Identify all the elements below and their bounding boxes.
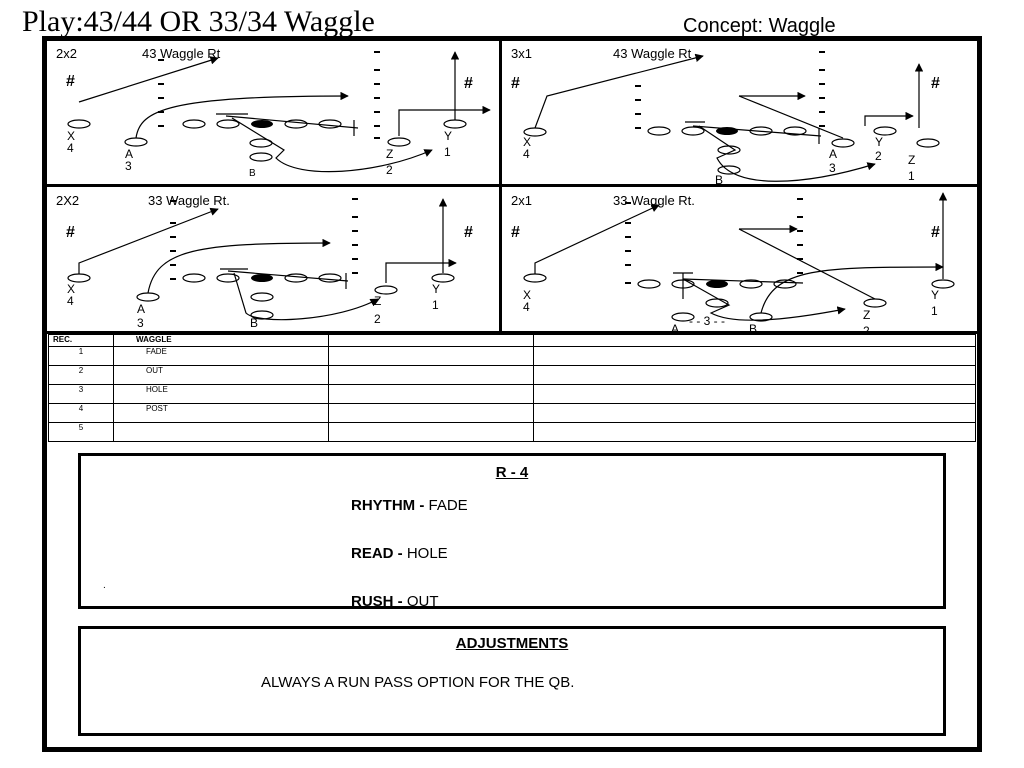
adjustments-text: ALWAYS A RUN PASS OPTION FOR THE QB.: [261, 674, 575, 691]
svg-text:X: X: [523, 288, 531, 302]
svg-text:#: #: [511, 224, 520, 241]
table-row: 3 HOLE: [48, 384, 976, 404]
svg-text:A: A: [125, 147, 133, 161]
svg-text:1: 1: [908, 169, 915, 183]
svg-text:4: 4: [523, 147, 530, 161]
diagram-3x1-43-waggle: 3x1 43 Waggle Rt # #: [503, 40, 976, 187]
diagram-2x1-33-waggle: 2x1 33 Waggle Rt. # #: [503, 187, 976, 338]
qb-bootleg: [225, 115, 359, 129]
rhythm-label: RHYTHM -: [351, 497, 425, 514]
diagram-2x2-43-waggle: 2x2 43 Waggle Rt # #: [48, 40, 498, 184]
rush-value: OUT: [406, 593, 439, 610]
svg-text:Z: Z: [374, 294, 381, 308]
svg-text:1: 1: [931, 304, 938, 318]
r4-title: R - 4: [495, 464, 529, 481]
svg-text:3: 3: [829, 161, 836, 175]
svg-text:1: 1: [432, 298, 439, 312]
svg-text:33 Waggle Rt.: 33 Waggle Rt.: [613, 193, 695, 208]
diagram-2x2-33-waggle: 2X2 33 Waggle Rt. # #: [48, 187, 498, 331]
svg-text:2: 2: [386, 163, 393, 177]
route-a-out: [135, 91, 349, 139]
route-z-out: [398, 105, 491, 136]
formation-label: 2x2: [56, 46, 77, 61]
svg-text:- - 3 - -: - - 3 - -: [689, 314, 725, 328]
center-ball: [251, 120, 273, 128]
stray-dot: .: [103, 580, 106, 591]
svg-text:#: #: [66, 224, 75, 241]
svg-text:X: X: [67, 282, 75, 296]
svg-text:Y: Y: [444, 129, 452, 143]
svg-text:X: X: [67, 129, 75, 143]
table-header-row: REC. WAGGLE: [48, 334, 976, 347]
read-label: READ -: [351, 545, 403, 562]
svg-text:2X2: 2X2: [56, 193, 79, 208]
svg-text:Y: Y: [432, 282, 440, 296]
svg-text:B: B: [250, 316, 258, 330]
rush-label: RUSH -: [351, 593, 403, 610]
header-rec: REC.: [48, 334, 114, 347]
svg-text:Z: Z: [386, 147, 393, 161]
route-x-fade: [78, 56, 219, 103]
player-x: [67, 119, 91, 129]
svg-text:4: 4: [67, 141, 74, 155]
adjustments-title: ADJUSTMENTS: [455, 635, 569, 652]
svg-text:Z: Z: [863, 308, 870, 322]
svg-text:A: A: [137, 302, 145, 316]
svg-text:4: 4: [67, 294, 74, 308]
svg-text:2: 2: [863, 324, 870, 338]
hash-mark-right: #: [931, 75, 940, 92]
hash-dashes-left: [158, 59, 164, 127]
receiver-route-table: REC. WAGGLE 1 FADE 2 OUT 3 HOLE 4 POST 5: [48, 334, 976, 442]
svg-text:B: B: [715, 173, 723, 187]
svg-text:3: 3: [137, 316, 144, 330]
table-row: 4 POST: [48, 403, 976, 423]
route-b-waggle: [231, 117, 433, 173]
svg-text:4: 4: [523, 300, 530, 314]
rush-line: RUSH - OUT: [351, 593, 439, 610]
table-row: 1 FADE: [48, 346, 976, 366]
player-z: [387, 137, 411, 147]
play-title: Play:43/44 OR 33/34 Waggle: [22, 5, 375, 38]
svg-text:Y: Y: [931, 288, 939, 302]
svg-text:A: A: [671, 322, 679, 336]
hash-mark-left: #: [66, 73, 75, 90]
svg-text:2: 2: [374, 312, 381, 326]
svg-text:A: A: [829, 147, 837, 161]
svg-text:33 Waggle Rt.: 33 Waggle Rt.: [148, 193, 230, 208]
svg-text:3x1: 3x1: [511, 46, 532, 61]
player-a: [124, 137, 148, 147]
player-b: [249, 152, 273, 162]
player-y: [443, 119, 467, 129]
hash-mark-right: #: [464, 75, 473, 92]
adjustments-box: ADJUSTMENTS ALWAYS A RUN PASS OPTION FOR…: [78, 626, 946, 736]
read-line: READ - HOLE: [351, 545, 448, 562]
svg-text:B: B: [749, 322, 757, 336]
svg-text:X: X: [523, 135, 531, 149]
hash-dashes-right: [374, 51, 380, 139]
read-value: HOLE: [406, 545, 448, 562]
svg-text:#: #: [464, 224, 473, 241]
diagram-divider-middle: [46, 184, 978, 187]
svg-text:3: 3: [125, 159, 132, 173]
play-sheet-frame: [42, 36, 982, 752]
concept-title: Concept: Waggle: [683, 15, 836, 37]
svg-text:2x1: 2x1: [511, 193, 532, 208]
table-row: 2 OUT: [48, 365, 976, 385]
diagram-divider-bottom: [46, 331, 978, 334]
hash-mark-left: #: [511, 75, 520, 92]
svg-text:Z: Z: [908, 153, 915, 167]
svg-text:Y: Y: [875, 135, 883, 149]
svg-text:1: 1: [444, 145, 451, 159]
header-waggle: WAGGLE: [113, 334, 329, 347]
rhythm-line: RHYTHM - FADE: [351, 497, 468, 514]
rhythm-value: FADE: [428, 497, 468, 514]
play-label: 43 Waggle Rt: [142, 46, 221, 61]
svg-text:2: 2: [875, 149, 882, 163]
r4-progression-box: R - 4 RHYTHM - FADE READ - HOLE RUSH - O…: [78, 453, 946, 610]
svg-text:#: #: [931, 224, 940, 241]
svg-text:43 Waggle Rt: 43 Waggle Rt: [613, 46, 692, 61]
table-row: 5: [48, 422, 976, 442]
svg-text:B: B: [249, 168, 256, 179]
